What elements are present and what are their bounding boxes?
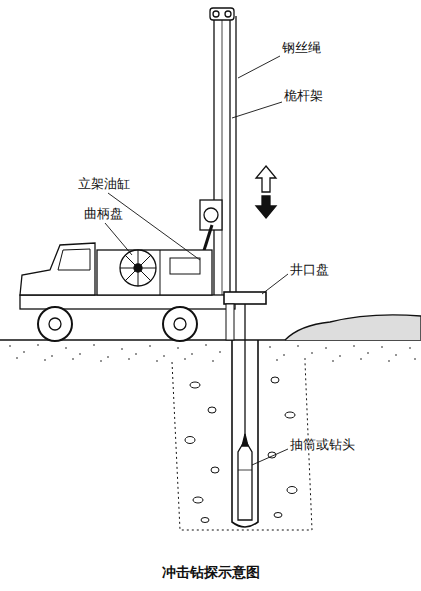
- down-arrow: [256, 196, 276, 218]
- wellhead-plate: [224, 292, 266, 304]
- crank-disk: [120, 250, 156, 286]
- pebbles: [185, 377, 297, 523]
- up-arrow: [256, 166, 276, 192]
- machinery: [97, 250, 212, 295]
- top-sheave: [210, 8, 234, 20]
- part-label: 曲柄盘: [84, 206, 123, 222]
- wire-rope: [235, 16, 236, 300]
- drill-bit: [238, 440, 252, 520]
- wheel: [38, 307, 72, 341]
- part-label: 抽筒或钻头: [290, 437, 355, 453]
- wire-rope-in-hole: [244, 300, 245, 446]
- part-label: 立架油缸: [78, 176, 130, 192]
- leader-lines: [105, 56, 288, 465]
- ground-stipple: [9, 344, 416, 362]
- figure-caption: 冲击钻探示意图: [162, 563, 260, 581]
- part-label: 井口盘: [290, 262, 329, 278]
- spoil-pile: [285, 315, 421, 340]
- truck-cab: [20, 243, 95, 295]
- mast: [214, 18, 230, 303]
- part-label: 桅杆架: [284, 88, 323, 104]
- wheel: [163, 307, 197, 341]
- part-label: 钢丝绳: [282, 40, 321, 56]
